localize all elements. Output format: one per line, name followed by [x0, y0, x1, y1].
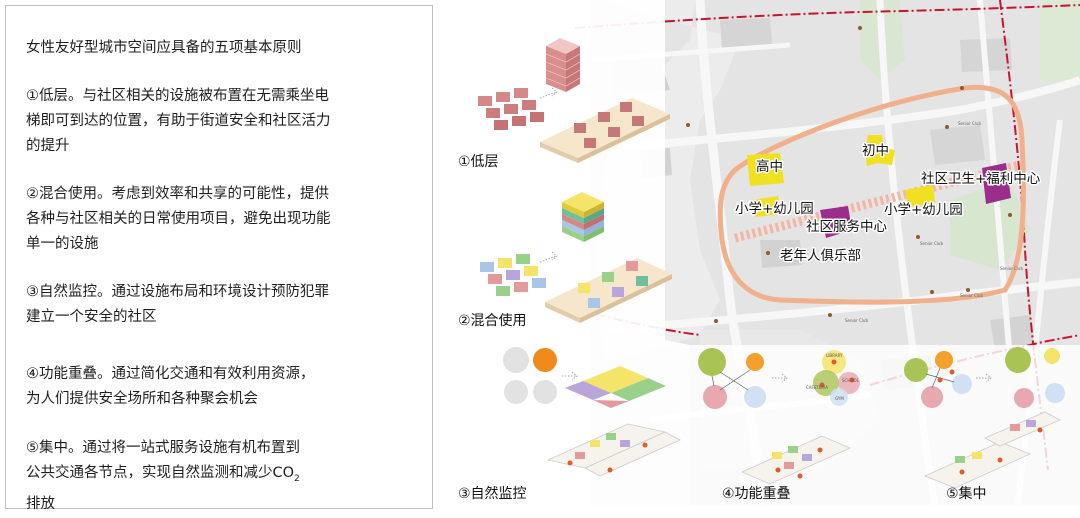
principle-line: ③自然监控。通过设施布局和环境设计预防犯罪	[26, 284, 329, 300]
principle-line: 各种与社区相关的日常使用项目，避免出现功能	[26, 211, 331, 227]
map-tiny-label: Senior Club	[920, 241, 943, 246]
principle-line: ②混合使用。考虑到效率和共享的可能性，提供	[26, 186, 329, 202]
principle-line: 公共交通各节点，实现自然监测和减少CO2	[26, 461, 300, 492]
map-tiny-label: Senior Club	[960, 293, 983, 298]
natural-surveillance-label: ③自然监控	[458, 485, 527, 502]
map-label-high-school: 高中	[756, 158, 783, 175]
low-rise-label: ①低层	[458, 154, 499, 170]
mixed-use-label: ②混合使用	[458, 312, 527, 329]
map-label-primary-kindergarten: 小学+幼儿园	[884, 202, 963, 218]
principle-function-overlap: ④功能重叠。通过简化交通和有效利用资源， 为人们提供安全场所和各种聚会机会	[26, 362, 315, 412]
overlap-node-cafeteria: CAFETERIA	[806, 385, 828, 390]
community-boundary	[717, 84, 1026, 305]
overlap-node-gym: GYM	[835, 396, 844, 401]
primary-kindergarten-block	[752, 196, 781, 217]
principles-title: 女性友好型城市空间应具备的五项基本原则	[26, 40, 302, 56]
co2-subscript: 2	[294, 473, 300, 484]
primary-kindergarten-block	[905, 185, 935, 207]
overlap-node-library: LIBRARY	[826, 353, 843, 358]
principle-line: ⑤集中。通过将一站式服务设施有机布置到	[26, 440, 300, 456]
principles-diagram: Senior Club Senior Club Senior Club Seni…	[440, 0, 1080, 506]
principle-line: 为人们提供安全场所和各种聚会机会	[26, 391, 258, 407]
principle-low-rise: ①低层。与社区相关的设施被布置在无需乘坐电 梯即可到达的位置，有助于街道安全和社…	[26, 84, 331, 159]
concentration-illustration: ⑤集中	[904, 347, 1065, 502]
community-service-block	[820, 206, 852, 238]
function-overlap-illustration: LIBRARY CAFETERIA SCHOOL GYM ④功能重叠	[698, 348, 860, 502]
principle-line: 梯即可到达的位置，有助于街道安全和社区活力	[26, 113, 331, 129]
principles-panel: 女性友好型城市空间应具备的五项基本原则 ①低层。与社区相关的设施被布置在无需乘坐…	[5, 5, 433, 512]
map-label-senior-club: 老年人俱乐部	[780, 248, 861, 264]
concentration-label: ⑤集中	[946, 485, 987, 502]
principle-mixed-use: ②混合使用。考虑到效率和共享的可能性，提供 各种与社区相关的日常使用项目，避免出…	[26, 182, 331, 257]
map-label-community-service: 社区服务中心	[806, 219, 887, 235]
principle-concentration: ⑤集中。通过将一站式服务设施有机布置到 公共交通各节点，实现自然监测和减少CO2…	[26, 436, 300, 517]
map-tiny-label: Senior Club	[958, 121, 981, 126]
function-overlap-label: ④功能重叠	[722, 486, 791, 502]
principle-line-text: 公共交通各节点，实现自然监测和减少CO	[26, 465, 295, 481]
principle-natural-surveillance: ③自然监控。通过设施布局和环境设计预防犯罪 建立一个安全的社区	[26, 280, 329, 330]
principle-line: 的提升	[26, 138, 70, 154]
low-rise-illustration: ①低层	[458, 38, 670, 170]
map-label-middle-school: 初中	[862, 142, 889, 159]
map-label-primary-kindergarten: 小学+幼儿园	[735, 201, 814, 217]
principle-line: ④功能重叠。通过简化交通和有效利用资源，	[26, 366, 315, 382]
map-tiny-label: Senior Club	[1000, 266, 1023, 271]
principle-line: 建立一个安全的社区	[26, 309, 157, 325]
overlap-node-school: SCHOOL	[842, 378, 860, 383]
mixed-use-illustration: ②混合使用	[458, 192, 672, 329]
natural-surveillance-illustration: ③自然监控	[458, 347, 681, 502]
map-tiny-label: Senior Club	[845, 318, 868, 323]
health-welfare-block	[982, 163, 1011, 204]
principle-line: 排放	[26, 495, 55, 512]
middle-school-block	[865, 135, 895, 166]
principle-line: 单一的设施	[26, 236, 99, 252]
high-school-block	[747, 153, 784, 186]
map-label-health-welfare: 社区卫生+福利中心	[921, 171, 1041, 187]
principle-line: ①低层。与社区相关的设施被布置在无需乘坐电	[26, 88, 329, 104]
